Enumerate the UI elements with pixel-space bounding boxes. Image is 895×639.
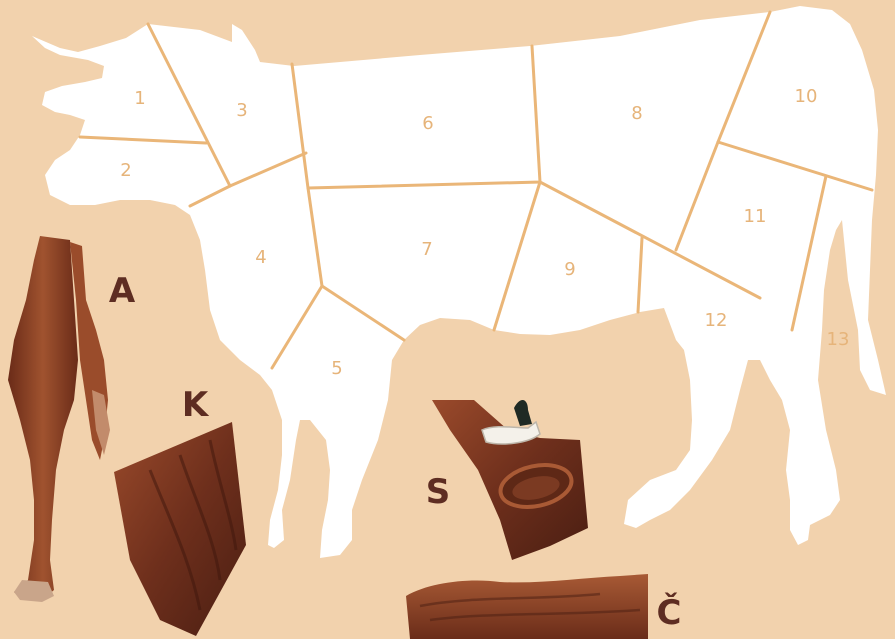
puzzle-piece-c-caron[interactable]: Č: [406, 574, 681, 639]
zone-13[interactable]: 13: [816, 317, 860, 361]
zone-10[interactable]: 10: [784, 74, 828, 118]
puzzle-piece-s[interactable]: S: [426, 400, 588, 560]
zone-number: 13: [827, 329, 850, 350]
hide-image: [114, 422, 246, 636]
zone-number: 1: [134, 88, 145, 109]
zone-number: 9: [564, 259, 575, 280]
zone-5[interactable]: 5: [315, 346, 359, 390]
puzzle-piece-k[interactable]: K: [114, 385, 246, 636]
hoof-image: [14, 580, 54, 602]
zone-12[interactable]: 12: [694, 298, 738, 342]
zone-number: 2: [120, 160, 131, 181]
puzzle-piece-a[interactable]: A: [8, 236, 136, 602]
piece-letter-c-caron: Č: [657, 592, 682, 633]
zone-number: 4: [255, 247, 266, 268]
zone-number: 12: [705, 310, 728, 331]
zone-2[interactable]: 2: [104, 148, 148, 192]
zone-11[interactable]: 11: [733, 194, 777, 238]
horn-tip: [514, 400, 532, 426]
zone-number: 7: [421, 239, 432, 260]
zone-1[interactable]: 1: [118, 76, 162, 120]
zone-4[interactable]: 4: [239, 235, 283, 279]
zone-7[interactable]: 7: [405, 227, 449, 271]
zone-9[interactable]: 9: [548, 247, 592, 291]
zone-number: 6: [422, 113, 433, 134]
zone-number: 10: [795, 86, 818, 107]
piece-letter-s: S: [426, 472, 451, 512]
back-hide-image: [406, 574, 648, 639]
zone-number: 5: [331, 358, 342, 379]
zone-8[interactable]: 8: [615, 91, 659, 135]
piece-letter-k: K: [182, 385, 210, 425]
piece-letter-a: A: [109, 271, 136, 311]
zone-number: 11: [744, 206, 767, 227]
zone-6[interactable]: 6: [406, 101, 450, 145]
zone-number: 8: [631, 103, 642, 124]
leg-image: [8, 236, 78, 600]
zone-3[interactable]: 3: [220, 88, 264, 132]
zone-number: 3: [236, 100, 247, 121]
